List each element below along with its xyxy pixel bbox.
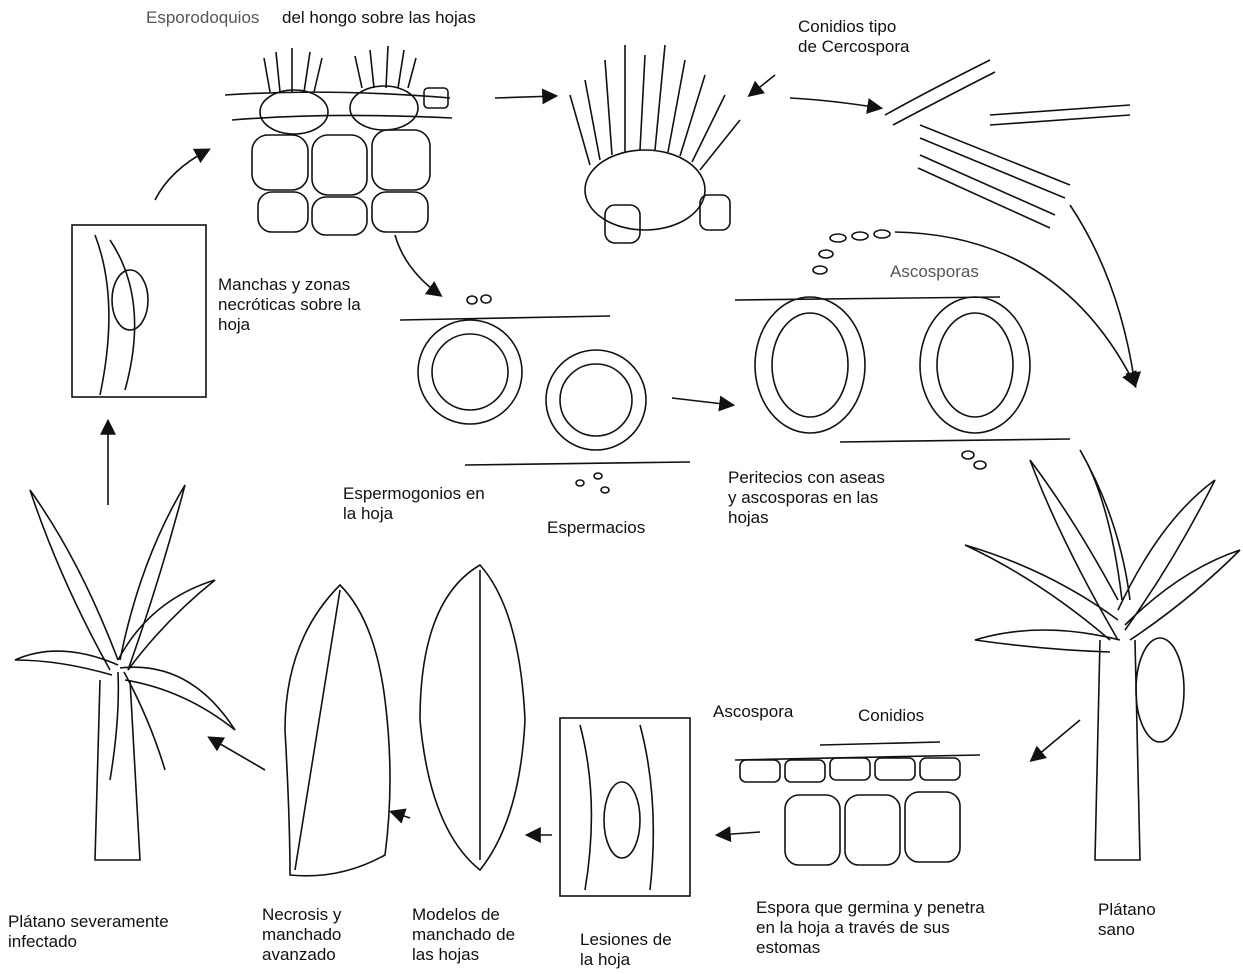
label-peritecios: Peritecios con aseas y ascosporas en las… <box>728 468 885 528</box>
label-modelos-manchado: Modelos de manchado de las hojas <box>412 905 515 965</box>
arrow-spotted-leaf-to-necrotic <box>392 812 410 818</box>
label-ascosporas: Ascosporas <box>890 262 979 282</box>
arrow-sporodochia-to-conidiophore <box>495 96 555 98</box>
label-lesiones-hoja: Lesiones de la hoja <box>580 930 672 970</box>
leaf-lesions-illustration <box>560 718 690 896</box>
arrow-sporodochia-to-spermogonium <box>395 235 440 295</box>
label-platano-sano: Plátano sano <box>1098 900 1156 940</box>
arrow-section-to-lesions <box>718 832 760 835</box>
conidiophore-illustration <box>570 45 740 243</box>
label-conidios-tipo-cercospora: Conidios tipo de Cercospora <box>798 17 910 57</box>
arrow-perithecia-to-healthy-plant <box>895 232 1135 385</box>
arrow-conidia-to-healthy-plant <box>1070 205 1135 385</box>
sporodochia-illustration <box>225 46 452 235</box>
conidia-illustration <box>885 60 1130 228</box>
arrow-conidiophore-to-conidia <box>790 98 880 108</box>
label-platano-severamente-infectado: Plátano severamente infectado <box>8 912 169 952</box>
label-necrosis-manchado: Necrosis y manchado avanzado <box>262 905 341 965</box>
healthy-banana-illustration <box>965 450 1240 860</box>
spermogonium-illustration <box>400 295 690 493</box>
label-manchas-necroticas: Manchas y zonas necróticas sobre la hoja <box>218 275 361 335</box>
leaf-spots-illustration <box>72 225 206 397</box>
arrow-healthy-plant-to-section <box>1032 720 1080 760</box>
label-espora-germina: Espora que germina y penetra en la hoja … <box>756 898 985 958</box>
infected-banana-illustration <box>15 485 235 860</box>
arrow-conidiophore-pointer <box>750 75 775 95</box>
leaf-cross-section-illustration <box>735 742 980 865</box>
label-esporodoquios-hojas: del hongo sobre las hojas <box>282 8 476 28</box>
arrow-box-to-sporodochia <box>155 150 208 200</box>
necrotic-leaf-illustration <box>285 585 390 876</box>
label-esporodoquios: Esporodoquios <box>146 8 259 28</box>
label-espermogonios: Espermogonios en la hoja <box>343 484 485 524</box>
arrow-spermogonium-to-perithecia <box>672 398 732 405</box>
arrow-necrotic-to-infected <box>210 738 265 770</box>
spotted-leaf-illustration <box>420 565 525 870</box>
label-conidios: Conidios <box>858 706 924 726</box>
label-espermacios: Espermacios <box>547 518 645 538</box>
label-ascospora: Ascospora <box>713 702 793 722</box>
